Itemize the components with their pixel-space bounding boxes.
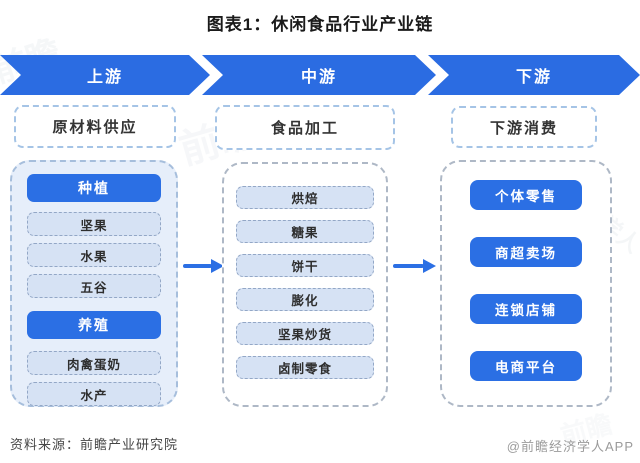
banner-segment-label: 下游	[515, 69, 552, 86]
channel-button: 连锁店铺	[470, 294, 582, 324]
banner-segment-downstream: 下游	[428, 55, 640, 95]
flow-arrow-icon	[211, 259, 224, 273]
group-label-planting: 种植	[27, 174, 161, 202]
channel-button: 商超卖场	[470, 237, 582, 267]
page-title: 图表1：休闲食品行业产业链	[206, 15, 434, 34]
banner-segment-label: 上游	[86, 69, 123, 86]
downstream-header: 下游消费	[451, 106, 597, 148]
list-item: 饼干	[236, 254, 374, 277]
source-text: 资料来源：前瞻产业研究院	[10, 437, 179, 452]
list-item: 坚果炒货	[236, 322, 374, 345]
list-item: 五谷	[27, 274, 161, 298]
flow-arrow-icon	[393, 264, 424, 268]
group-label-breeding: 养殖	[27, 311, 161, 339]
upstream-container: 种植 坚果 水果 五谷 养殖 肉禽蛋奶 水产	[10, 160, 178, 407]
list-item: 水果	[27, 243, 161, 267]
midstream-container: 烘焙 糖果 饼干 膨化 坚果炒货 卤制零食	[222, 162, 388, 407]
channel-button: 个体零售	[470, 180, 582, 210]
banner-segment-label: 中游	[300, 69, 337, 86]
midstream-header: 食品加工	[215, 105, 395, 150]
upstream-header: 原材料供应	[14, 105, 176, 148]
credit-text: @前瞻经济学人APP	[506, 439, 634, 454]
flow-arrow-icon	[183, 264, 212, 268]
list-item: 膨化	[236, 288, 374, 311]
list-item: 坚果	[27, 212, 161, 236]
list-item: 糖果	[236, 220, 374, 243]
list-item: 卤制零食	[236, 356, 374, 379]
banner-segment-upstream: 上游	[0, 55, 210, 95]
channel-button: 电商平台	[470, 351, 582, 381]
banner-segment-midstream: 中游	[202, 55, 436, 95]
flow-arrow-icon	[423, 259, 436, 273]
list-item: 水产	[27, 382, 161, 406]
list-item: 烘焙	[236, 186, 374, 209]
list-item: 肉禽蛋奶	[27, 351, 161, 375]
downstream-container: 个体零售 商超卖场 连锁店铺 电商平台	[440, 160, 612, 407]
